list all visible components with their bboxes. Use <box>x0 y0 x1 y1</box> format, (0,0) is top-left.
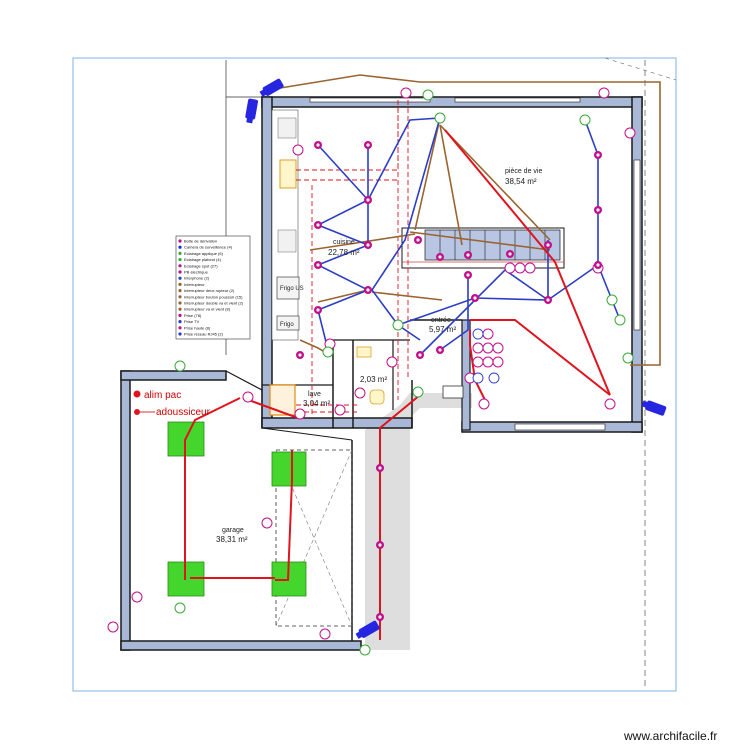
electrical-panel <box>442 385 464 399</box>
room-laundry-name: lave <box>308 391 321 398</box>
camera-icon <box>245 78 667 639</box>
legend-marker <box>178 320 182 324</box>
legend-marker <box>178 289 182 293</box>
room-kitchen-name: cuisine <box>333 239 355 246</box>
watermark: www.archifacile.fr <box>623 729 717 743</box>
laundry-appliance <box>269 384 296 416</box>
legend-marker <box>178 258 182 262</box>
legend-item: Eclairage applique (6) <box>184 251 224 256</box>
socket-icons <box>107 87 636 640</box>
room-labels: pièce de vie 38,54 m² cuisine 22,78 m² e… <box>216 168 542 544</box>
garage-door <box>275 449 353 627</box>
legend-marker <box>178 307 182 311</box>
legend-item: Interrupteur deux rupteur (2) <box>184 288 235 293</box>
legend-item: Prise haute (8) <box>184 325 211 330</box>
kitchen-counter <box>271 109 299 341</box>
garage-door <box>275 449 353 627</box>
legend-marker <box>178 295 182 299</box>
legend-marker <box>178 276 182 280</box>
legend-marker <box>178 239 182 243</box>
interphone-icons <box>472 328 500 384</box>
room-living-name: pièce de vie <box>505 168 542 175</box>
room-entry-area: 5,97 m² <box>429 325 456 334</box>
legend-item: Prise (78) <box>184 313 202 318</box>
legend-item: Interrupteur va et vient (8) <box>184 307 231 312</box>
room-laundry-area: 3,04 m² <box>303 399 330 408</box>
kitchen-sink <box>279 159 297 189</box>
green-blocks <box>167 421 307 597</box>
legend-marker <box>178 282 182 286</box>
legend-item: Prise TV <box>184 319 200 324</box>
legend-marker <box>178 332 182 336</box>
plumbing-dashed <box>296 100 409 415</box>
driveway <box>365 393 472 650</box>
legend-marker <box>178 313 182 317</box>
legend-item: Boite de dérivation <box>184 239 217 244</box>
legend-marker <box>178 245 182 249</box>
room-living-area: 38,54 m² <box>505 177 537 186</box>
legend-marker <box>178 301 182 305</box>
room-wc-area: 2,03 m² <box>360 375 387 384</box>
red-markers <box>133 390 141 415</box>
legend-item: Interrupteur bouton poussoir (15) <box>184 294 243 299</box>
legend-item: Eclairage spot (27) <box>184 263 218 268</box>
fridge-us-label: Frigo US <box>280 286 304 292</box>
legend-item: Interrupteur double va et vient (2) <box>184 301 244 306</box>
room-garage-name: garage <box>222 527 244 534</box>
alim-pac-label: alim pac <box>144 390 181 401</box>
fridge-us <box>276 276 300 300</box>
legend-item: Interphone (2) <box>184 276 210 281</box>
adoucisseur-label: adoussiceur <box>156 407 211 418</box>
red-wiring <box>184 129 611 640</box>
legend-marker <box>178 326 182 330</box>
wc-basin <box>356 346 372 358</box>
fridge-label: Frigo <box>280 322 294 328</box>
legend-item: Caméra de surveillance (4) <box>184 245 233 250</box>
legend-item: PB électrique <box>184 270 209 275</box>
room-garage-area: 38,31 m² <box>216 535 248 544</box>
legend-marker <box>178 251 182 255</box>
legend-item: Interrupteur <box>184 282 205 287</box>
light-icons <box>174 89 634 656</box>
legend-marker <box>178 270 182 274</box>
legend-item: Eclairage plafond (4) <box>184 257 222 262</box>
fridge <box>276 315 300 331</box>
toilet <box>369 389 385 405</box>
room-entry-name: entrée <box>431 317 451 324</box>
room-kitchen-area: 22,78 m² <box>328 248 360 257</box>
legend-item: Prise réseau RJ45 (2) <box>184 332 224 337</box>
legend-marker <box>178 264 182 268</box>
brown-wiring <box>267 74 661 366</box>
